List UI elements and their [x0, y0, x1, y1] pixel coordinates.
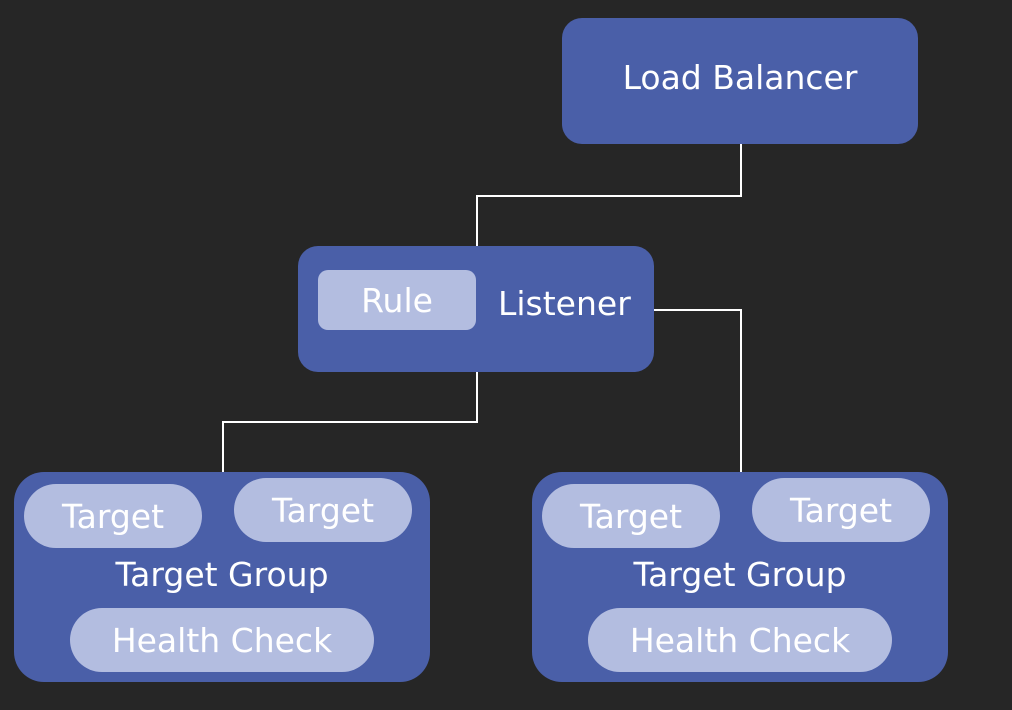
target-node: Target — [542, 484, 720, 548]
health-check-node: Health Check — [588, 608, 892, 672]
connector-listener-to-target-group-right — [654, 309, 742, 472]
target-node: Target — [24, 484, 202, 548]
target-group-label: Target Group — [115, 555, 329, 594]
load-balancer-node: Load Balancer — [562, 18, 918, 144]
rule-node: Rule — [318, 270, 476, 330]
target-group-label: Target Group — [633, 555, 847, 594]
connector-load-balancer-to-listener — [476, 144, 742, 246]
health-check-label: Health Check — [111, 620, 333, 660]
target-label: Target — [579, 496, 683, 536]
target-node: Target — [752, 478, 930, 542]
target-label: Target — [789, 490, 893, 530]
connector-listener-to-target-group-left — [222, 372, 478, 472]
listener-label: Listener — [498, 284, 631, 323]
listener-node: Rule Listener — [298, 246, 654, 372]
rule-label: Rule — [361, 280, 433, 320]
target-label: Target — [61, 496, 165, 536]
target-group-right: Target Target Target Group Health Check — [532, 472, 948, 682]
target-group-left: Target Target Target Group Health Check — [14, 472, 430, 682]
target-node: Target — [234, 478, 412, 542]
target-label: Target — [271, 490, 375, 530]
load-balancer-label: Load Balancer — [622, 58, 858, 97]
health-check-label: Health Check — [629, 620, 851, 660]
health-check-node: Health Check — [70, 608, 374, 672]
